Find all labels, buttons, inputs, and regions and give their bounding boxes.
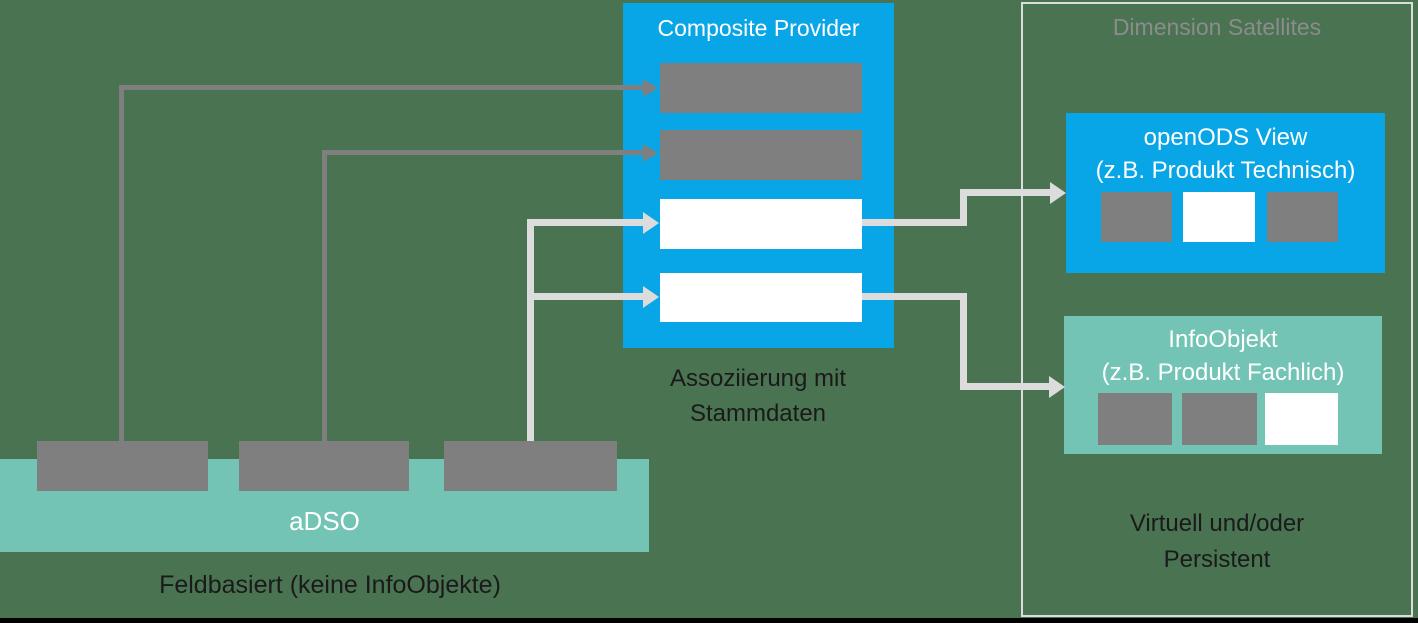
arrow-field2-line bbox=[322, 150, 643, 155]
adso-field-box-3 bbox=[444, 441, 617, 491]
arrowhead-field1-to-bar1 bbox=[643, 79, 658, 97]
connector-bar3-segment-3 bbox=[960, 189, 1050, 196]
arrow-field1-line bbox=[119, 85, 643, 90]
connector-bar4-segment-3 bbox=[960, 383, 1049, 390]
arrowhead-field2-to-bar2 bbox=[643, 144, 658, 162]
box-title-line: InfoObjekt bbox=[1168, 326, 1278, 353]
info-objekt-attribute-square-white bbox=[1265, 393, 1338, 445]
arrowhead-bar4-to-info-objekt bbox=[1049, 376, 1065, 398]
composite-provider-association-bar-1 bbox=[660, 199, 862, 249]
caption-line: Stammdaten bbox=[689, 400, 827, 427]
composite-provider-caption: Assoziierung mit Stammdaten bbox=[598, 361, 918, 431]
box-subtitle-line: (z.B. Produkt Technisch) bbox=[1095, 157, 1356, 184]
caption-line: Virtuell und/oder bbox=[1129, 510, 1305, 537]
arrowhead-field3-to-bar4 bbox=[643, 286, 659, 308]
connector-bar4-segment-1 bbox=[862, 293, 967, 300]
arrowhead-field3-to-bar3 bbox=[643, 212, 659, 234]
info-objekt-attribute-square-gray-1 bbox=[1098, 393, 1172, 445]
info-objekt-attribute-square-gray-2 bbox=[1182, 393, 1257, 445]
open-ods-attribute-square-gray-1 bbox=[1101, 192, 1172, 242]
dimension-satellites-title: Dimension Satellites bbox=[1112, 14, 1322, 40]
adso-field-box-2 bbox=[239, 441, 409, 491]
arrowhead-bar3-to-open-ods bbox=[1050, 182, 1066, 204]
arrow-field1-stem bbox=[119, 85, 124, 441]
bottom-black-strip bbox=[0, 618, 1418, 623]
info-objekt-title: InfoObjekt (z.B. Produkt Fachlich) bbox=[1064, 323, 1382, 389]
adso-field-box-1 bbox=[37, 441, 208, 491]
box-subtitle-line: (z.B. Produkt Fachlich) bbox=[1101, 359, 1345, 386]
composite-provider-title: Composite Provider bbox=[657, 15, 860, 41]
arrow-field3-stem bbox=[527, 219, 534, 441]
arrow-field2-stem bbox=[322, 150, 327, 441]
caption-line: Persistent bbox=[1163, 546, 1271, 573]
arrow-field3-branch-upper bbox=[527, 219, 643, 226]
open-ods-attribute-square-white bbox=[1183, 192, 1255, 242]
dimension-satellites-caption: Virtuell und/oder Persistent bbox=[1022, 506, 1412, 578]
open-ods-view-title: openODS View (z.B. Produkt Technisch) bbox=[1066, 121, 1385, 187]
connector-bar4-segment-2 bbox=[960, 293, 967, 390]
composite-provider-field-bar-1 bbox=[660, 63, 862, 113]
adso-caption: Feldbasiert (keine InfoObjekte) bbox=[159, 571, 501, 599]
caption-line: Assoziierung mit bbox=[669, 365, 847, 392]
composite-provider-association-bar-2 bbox=[660, 273, 862, 322]
open-ods-attribute-square-gray-2 bbox=[1267, 192, 1338, 242]
connector-bar3-segment-1 bbox=[862, 219, 967, 226]
dimension-satellites-frame bbox=[1021, 2, 1413, 617]
box-title-line: openODS View bbox=[1143, 124, 1308, 151]
adso-label: aDSO bbox=[289, 506, 360, 536]
arrow-field3-branch-lower bbox=[527, 293, 643, 300]
composite-provider-field-bar-2 bbox=[660, 130, 862, 180]
connector-bar3-segment-2 bbox=[960, 189, 967, 226]
